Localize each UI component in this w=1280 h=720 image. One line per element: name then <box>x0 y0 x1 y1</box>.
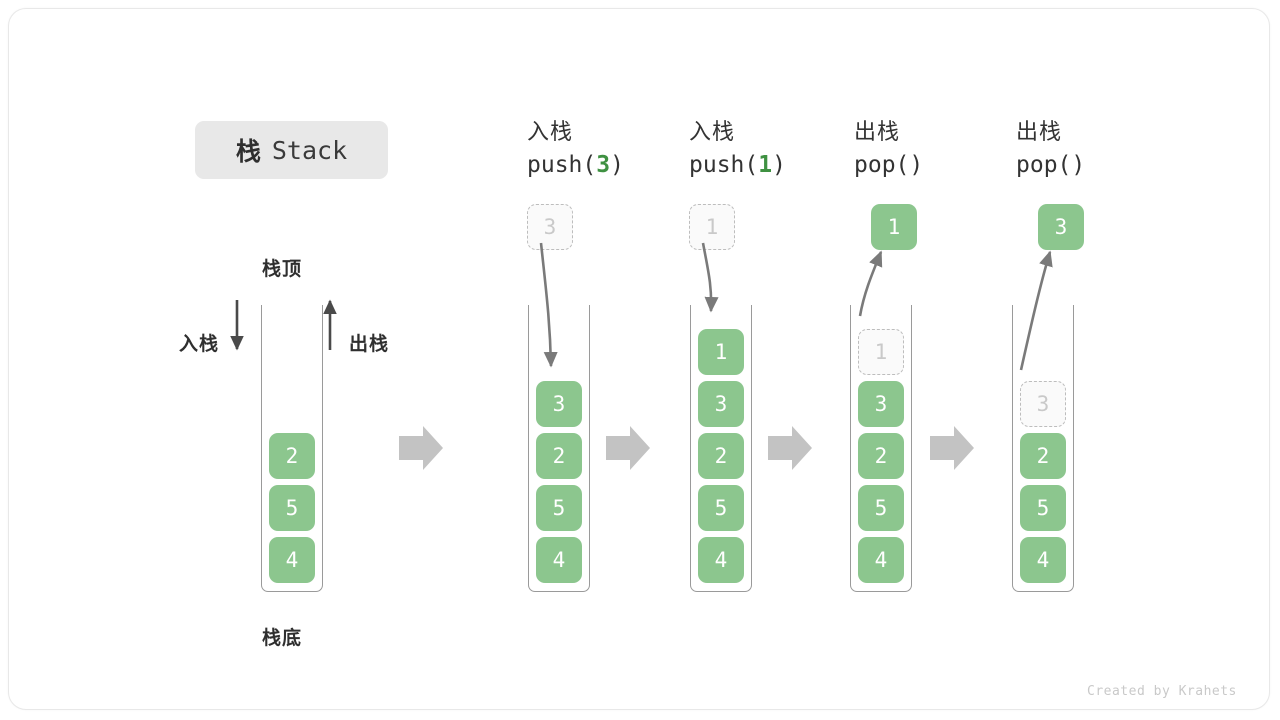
op-code-suffix: ) <box>610 152 624 178</box>
stack-after-push-3: 3 2 5 4 <box>528 305 590 592</box>
op-label-code: push(3) <box>527 147 697 183</box>
op-code-prefix: pop( <box>854 152 910 178</box>
floating-ghost-push-3: 3 <box>527 204 573 250</box>
op-code-prefix: push( <box>527 152 597 178</box>
pop-direction-label: 出栈 <box>349 334 390 355</box>
stack-tube <box>1012 305 1074 592</box>
stack-cell: 1 <box>698 329 744 375</box>
stack-cell: 5 <box>858 485 904 531</box>
stack-cell-removed: 3 <box>1020 381 1066 427</box>
push-direction-label: 入栈 <box>179 334 220 355</box>
title-badge: 栈 Stack <box>195 121 388 179</box>
stack-cell: 4 <box>269 537 315 583</box>
stack-cell: 4 <box>1020 537 1066 583</box>
stack-cell: 3 <box>536 381 582 427</box>
stack-cell: 2 <box>269 433 315 479</box>
floating-ghost-push-1: 1 <box>689 204 735 250</box>
op-header-push-3: 入栈 push(3) <box>527 117 697 183</box>
stack-cell: 2 <box>1020 433 1066 479</box>
floating-popped-1: 1 <box>871 204 917 250</box>
stack-bottom-label: 栈底 <box>262 628 303 649</box>
op-label-code: push(1) <box>689 147 859 183</box>
stack-tube <box>261 305 323 592</box>
title-en: Stack <box>271 135 348 165</box>
stack-tube <box>690 305 752 592</box>
op-code-prefix: pop( <box>1016 152 1072 178</box>
op-code-suffix: ) <box>772 152 786 178</box>
op-code-suffix: ) <box>1071 152 1086 178</box>
footer-credit: Created by Krahets <box>1087 684 1237 699</box>
op-label-code: pop() <box>1016 147 1186 183</box>
stack-cell: 4 <box>698 537 744 583</box>
op-label-cn: 出栈 <box>1016 119 1063 144</box>
op-label-cn: 入栈 <box>527 119 574 144</box>
op-code-suffix: ) <box>909 152 924 178</box>
stack-cell: 5 <box>269 485 315 531</box>
stack-cell: 2 <box>858 433 904 479</box>
stack-after-pop-3: 3 2 5 4 <box>1012 305 1074 592</box>
stack-cell: 5 <box>536 485 582 531</box>
op-label-cn: 入栈 <box>689 119 736 144</box>
stack-cell: 4 <box>536 537 582 583</box>
stack-after-pop-1: 1 3 2 5 4 <box>850 305 912 592</box>
stack-cell: 3 <box>858 381 904 427</box>
op-label-code: pop() <box>854 147 1024 183</box>
title-cn: 栈 <box>235 138 262 166</box>
stack-cell: 3 <box>698 381 744 427</box>
stack-cell: 5 <box>1020 485 1066 531</box>
op-code-arg: 1 <box>758 152 773 178</box>
stack-cell: 2 <box>536 433 582 479</box>
op-header-pop-1: 出栈 pop() <box>854 117 1024 183</box>
diagram-card: 栈 Stack 栈顶 栈底 入栈 出栈 入栈 push(3) 入栈 push(1… <box>8 8 1270 710</box>
stack-cell: 2 <box>698 433 744 479</box>
stack-cell-removed: 1 <box>858 329 904 375</box>
floating-popped-3: 3 <box>1038 204 1084 250</box>
stack-initial: 2 5 4 <box>261 305 323 592</box>
op-header-push-1: 入栈 push(1) <box>689 117 859 183</box>
stack-tube <box>850 305 912 592</box>
stack-cell: 4 <box>858 537 904 583</box>
op-header-pop-3: 出栈 pop() <box>1016 117 1186 183</box>
op-label-cn: 出栈 <box>854 119 901 144</box>
stack-top-label: 栈顶 <box>262 259 303 280</box>
op-code-prefix: push( <box>689 152 759 178</box>
stack-after-push-1: 1 3 2 5 4 <box>690 305 752 592</box>
op-code-arg: 3 <box>596 152 611 178</box>
stack-cell: 5 <box>698 485 744 531</box>
stack-tube <box>528 305 590 592</box>
